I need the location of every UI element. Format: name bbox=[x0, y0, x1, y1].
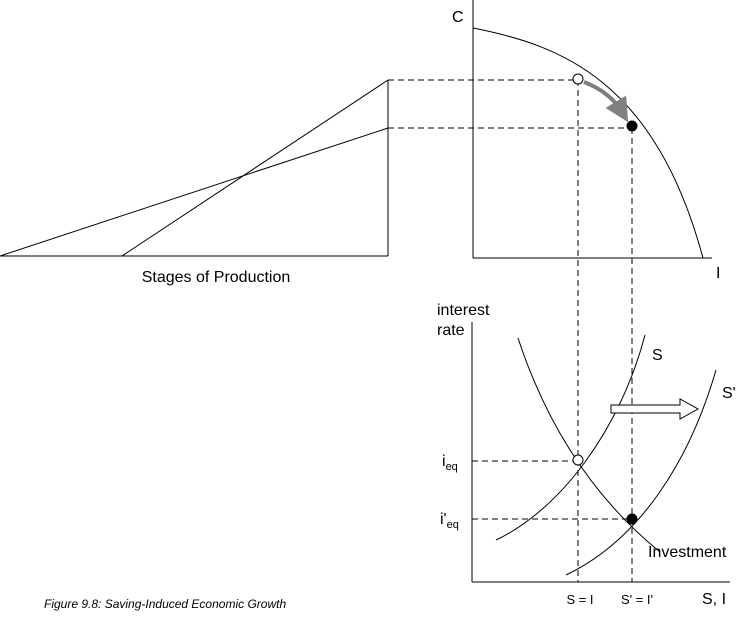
lf-new-equilibrium-point bbox=[626, 513, 638, 525]
new-eq-quantity-label: S' = I' bbox=[621, 592, 653, 607]
hayekian-triangle bbox=[0, 79, 389, 257]
ppf-new-point bbox=[626, 120, 638, 132]
ppf-curve bbox=[472, 27, 704, 259]
investment-demand-curve bbox=[517, 337, 661, 553]
ieq-label: ieq bbox=[442, 453, 458, 473]
investment-curve-label: Investment bbox=[648, 544, 727, 561]
lf-x-axis-label: S, I bbox=[702, 591, 726, 608]
original-triangle-hypotenuse bbox=[0, 127, 389, 257]
interest-rate-label-line1: interest bbox=[437, 302, 490, 319]
dashed-guides bbox=[388, 79, 633, 582]
eq-quantity-label: S = I bbox=[566, 592, 593, 607]
ppf-y-axis-label: C bbox=[452, 9, 464, 26]
new-triangle-hypotenuse bbox=[121, 79, 389, 257]
interest-rate-label-line2: rate bbox=[437, 322, 465, 339]
movement-along-ppf-arrow bbox=[583, 80, 629, 123]
ieq-prime-label: i'eq bbox=[440, 511, 459, 531]
shifted-saving-supply-curve bbox=[565, 369, 717, 576]
shifted-supply-curve-label: S' bbox=[722, 385, 736, 402]
supply-curve-label: S bbox=[652, 347, 663, 364]
lf-original-equilibrium-point bbox=[572, 454, 584, 466]
ppf-x-axis-label: I bbox=[716, 265, 720, 282]
figure-caption: Figure 9.8: Saving-Induced Economic Grow… bbox=[44, 597, 286, 611]
ppf-chart bbox=[472, 0, 712, 259]
ppf-original-point bbox=[572, 73, 584, 85]
stages-of-production-label: Stages of Production bbox=[142, 269, 291, 286]
saving-supply-curve bbox=[495, 334, 646, 541]
supply-shift-arrow bbox=[610, 398, 700, 420]
loanable-funds-chart bbox=[471, 322, 730, 583]
